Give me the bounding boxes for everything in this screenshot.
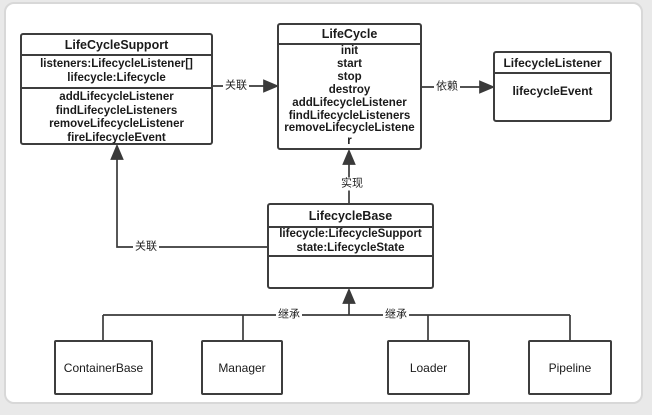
class-lifecyclelistener: LifecycleListener lifecycleEvent — [493, 51, 612, 122]
label-dependency-lifecycle-listener: 依赖 — [434, 80, 460, 94]
label-inheritance-left: 继承 — [276, 308, 302, 322]
class-lifecyclebase: LifecycleBase lifecycle:LifecycleSupport… — [267, 203, 434, 289]
class-containerbase: ContainerBase — [54, 340, 153, 395]
class-lifecyclesupport: LifeCycleSupport listeners:LifecycleList… — [20, 33, 213, 145]
class-pipeline-title: Pipeline — [548, 360, 592, 375]
class-pipeline: Pipeline — [528, 340, 612, 395]
class-lifecyclelistener-title: LifecycleListener — [503, 55, 602, 70]
class-lifecyclelistener-methods: lifecycleEvent — [495, 72, 610, 120]
class-lifecyclebase-empty-compartment — [269, 255, 432, 287]
class-loader: Loader — [387, 340, 470, 395]
class-lifecycle: LifeCycle init start stop destroy addLif… — [277, 23, 422, 150]
class-lifecycle-methods: init start stop destroy addLifecycleList… — [279, 43, 420, 148]
class-lifecycle-title: LifeCycle — [321, 27, 378, 41]
arrow-association-base-to-support — [110, 143, 267, 248]
class-loader-title: Loader — [409, 360, 448, 375]
label-association-support-lifecycle: 关联 — [223, 79, 249, 93]
label-realization-base-lifecycle: 实现 — [339, 177, 365, 191]
label-association-base-support: 关联 — [133, 240, 159, 254]
arrow-inheritance-trunk — [102, 287, 571, 340]
class-lifecyclesupport-methods: addLifecycleListener findLifecycleListen… — [22, 87, 211, 145]
label-inheritance-right: 继承 — [383, 308, 409, 322]
class-lifecyclebase-title: LifecycleBase — [308, 208, 393, 223]
class-lifecyclesupport-fields: listeners:LifecycleListener[] lifecycle:… — [22, 54, 211, 87]
class-containerbase-title: ContainerBase — [63, 360, 144, 375]
class-manager: Manager — [201, 340, 283, 395]
class-lifecyclebase-fields: lifecycle:LifecycleSupport state:Lifecyc… — [269, 226, 432, 255]
class-lifecyclesupport-title: LifeCycleSupport — [64, 37, 169, 52]
class-manager-title: Manager — [218, 360, 266, 375]
